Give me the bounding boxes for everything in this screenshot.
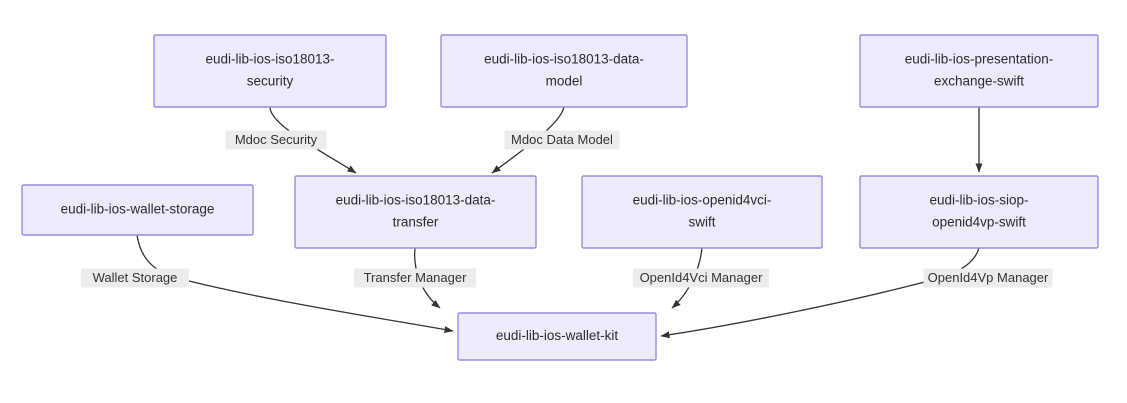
node-label-iso18013-data-model: model (546, 74, 583, 89)
node-label-presentation-exchange-swift: eudi-lib-ios-presentation- (905, 52, 1054, 67)
node-iso18013-data-transfer[interactable]: eudi-lib-ios-iso18013-data-transfer (294, 175, 537, 249)
node-wallet-kit[interactable]: eudi-lib-ios-wallet-kit (457, 312, 657, 361)
edge-label-storage-to-walletkit: Wallet Storage (81, 268, 189, 288)
node-box-iso18013-security (153, 34, 387, 108)
node-box-iso18013-data-transfer (294, 175, 537, 249)
edge-label-bg-openid4vp-to-walletkit (923, 268, 1053, 288)
node-box-presentation-exchange-swift (859, 34, 1099, 108)
node-label-wallet-kit: eudi-lib-ios-wallet-kit (496, 328, 619, 343)
node-label-openid4vci-swift: eudi-lib-ios-openid4vci- (633, 193, 772, 208)
edge-label-bg-openid4vci-to-walletkit (633, 268, 769, 288)
edge-label-security-to-transfer: Mdoc Security (225, 130, 327, 150)
edge-label-text-openid4vp-to-walletkit: OpenId4Vp Manager (928, 270, 1049, 285)
node-label-iso18013-data-transfer: transfer (393, 215, 439, 230)
edge-label-bg-transfer-to-walletkit (354, 268, 476, 288)
nodes-layer: eudi-lib-ios-iso18013-securityeudi-lib-i… (21, 34, 1099, 361)
node-label-iso18013-security: eudi-lib-ios-iso18013- (205, 52, 334, 67)
node-box-wallet-storage (21, 184, 254, 236)
edge-label-text-datamodel-to-transfer: Mdoc Data Model (511, 132, 613, 147)
node-label-siop-openid4vp-swift: eudi-lib-ios-siop- (929, 193, 1028, 208)
node-iso18013-data-model[interactable]: eudi-lib-ios-iso18013-data-model (440, 34, 688, 108)
node-label-wallet-storage: eudi-lib-ios-wallet-storage (61, 202, 215, 217)
node-box-siop-openid4vp-swift (859, 175, 1099, 249)
edge-label-text-transfer-to-walletkit: Transfer Manager (364, 270, 468, 285)
node-iso18013-security[interactable]: eudi-lib-ios-iso18013- security (153, 34, 387, 108)
node-presentation-exchange-swift[interactable]: eudi-lib-ios-presentation-exchange-swift (859, 34, 1099, 108)
edge-label-bg-datamodel-to-transfer (504, 130, 620, 150)
edge-label-bg-security-to-transfer (225, 130, 327, 150)
node-label-iso18013-security: security (247, 74, 294, 89)
node-openid4vci-swift[interactable]: eudi-lib-ios-openid4vci-swift (581, 175, 823, 249)
node-label-iso18013-data-transfer: eudi-lib-ios-iso18013-data- (336, 193, 496, 208)
edge-label-text-storage-to-walletkit: Wallet Storage (93, 270, 178, 285)
edge-label-bg-storage-to-walletkit (81, 268, 189, 288)
node-label-siop-openid4vp-swift: openid4vp-swift (932, 215, 1026, 230)
edge-label-openid4vci-to-walletkit: OpenId4Vci Manager (633, 268, 769, 288)
node-box-openid4vci-swift (581, 175, 823, 249)
edge-openid4vp-to-walletkit (660, 247, 980, 339)
edge-label-openid4vp-to-walletkit: OpenId4Vp Manager (923, 268, 1053, 288)
node-box-wallet-kit (457, 312, 657, 361)
node-box-iso18013-data-model (440, 34, 688, 108)
edge-label-text-security-to-transfer: Mdoc Security (235, 132, 318, 147)
edge-label-transfer-to-walletkit: Transfer Manager (354, 268, 476, 288)
node-wallet-storage[interactable]: eudi-lib-ios-wallet-storage (21, 184, 254, 236)
edge-label-datamodel-to-transfer: Mdoc Data Model (504, 130, 620, 150)
node-siop-openid4vp-swift[interactable]: eudi-lib-ios-siop-openid4vp-swift (859, 175, 1099, 249)
node-label-iso18013-data-model: eudi-lib-ios-iso18013-data- (484, 52, 644, 67)
edge-label-text-openid4vci-to-walletkit: OpenId4Vci Manager (640, 270, 764, 285)
node-label-openid4vci-swift: swift (689, 215, 716, 230)
edge-storage-to-walletkit (136, 234, 454, 333)
node-label-presentation-exchange-swift: exchange-swift (934, 74, 1024, 89)
